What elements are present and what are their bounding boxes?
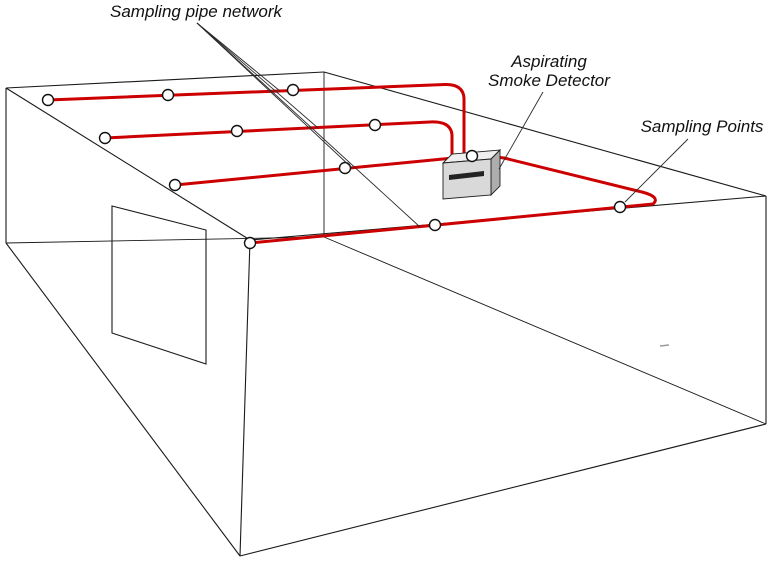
sampling-point bbox=[465, 149, 479, 163]
sampling-point bbox=[41, 93, 55, 107]
leader-pipe-network-run-d bbox=[196, 22, 421, 228]
leader-sampling-points bbox=[624, 138, 689, 203]
sampling-point bbox=[338, 161, 352, 175]
detector-slot bbox=[449, 171, 484, 180]
sampling-point bbox=[613, 200, 627, 214]
label-pipe-network: Sampling pipe network bbox=[110, 2, 283, 21]
leader-lines bbox=[196, 22, 689, 228]
label-detector-line2: Smoke Detector bbox=[488, 71, 611, 90]
pipe-run-a bbox=[46, 82, 466, 159]
ceiling-front-left-edge bbox=[5, 87, 251, 241]
floor-front-left-edge bbox=[5, 242, 241, 557]
sampling-point bbox=[243, 236, 257, 250]
sampling-point bbox=[161, 88, 175, 102]
floor-back-left-edge bbox=[5, 236, 325, 244]
ceiling-back-left-edge bbox=[5, 71, 325, 89]
label-detector-line1: Aspirating bbox=[510, 52, 587, 71]
sampling-point bbox=[428, 218, 442, 232]
sampling-point bbox=[286, 83, 300, 97]
room-wireframe bbox=[5, 71, 767, 557]
sampling-point bbox=[368, 118, 382, 132]
window-frame bbox=[111, 205, 207, 365]
smudge-mark bbox=[659, 344, 670, 347]
front-corner-edge bbox=[239, 239, 251, 557]
leader-pipe-network-run-a bbox=[196, 22, 281, 92]
labels-group: Sampling pipe network Aspirating Smoke D… bbox=[110, 2, 764, 136]
pipe-network bbox=[46, 82, 657, 245]
pipe-run-c bbox=[173, 154, 484, 187]
floor-front-right-edge bbox=[239, 423, 767, 557]
ceiling-back-right-edge bbox=[323, 71, 767, 197]
leader-pipe-network-run-b bbox=[196, 22, 319, 129]
leader-detector bbox=[498, 91, 544, 170]
sampling-points-group bbox=[41, 83, 627, 250]
floor-back-right-edge bbox=[323, 236, 767, 425]
label-sampling-points: Sampling Points bbox=[641, 117, 764, 136]
sampling-point bbox=[230, 124, 244, 138]
sampling-point bbox=[98, 131, 112, 145]
pipe-run-b bbox=[103, 120, 454, 159]
sampling-point bbox=[168, 178, 182, 192]
